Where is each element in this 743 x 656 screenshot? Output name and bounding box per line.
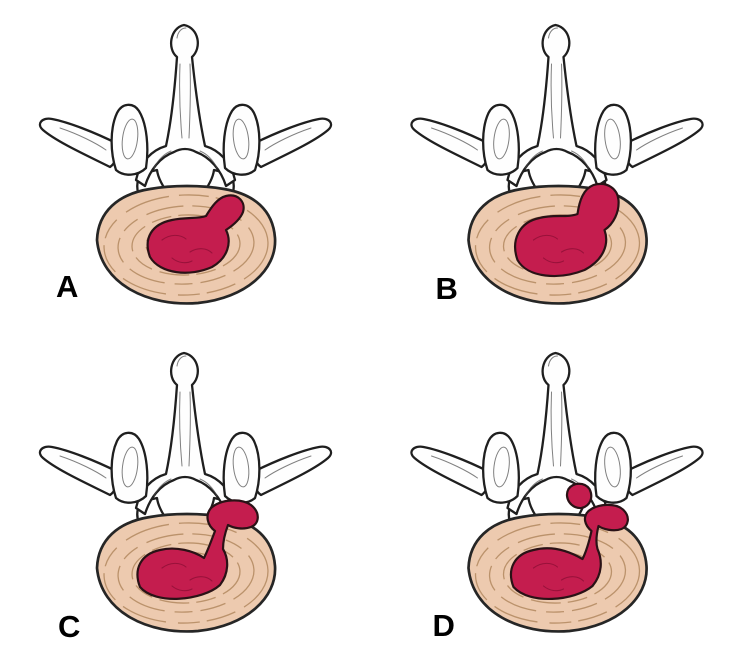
vertebra-illustration-b: B: [410, 23, 704, 306]
vertebra-illustration-a: A: [38, 23, 333, 305]
panel-a: A: [0, 0, 371, 328]
nucleus-pulposus-extrusion-contained: [514, 182, 620, 277]
panel-label-d: D: [433, 608, 455, 643]
vertebra-illustration-c: C: [38, 351, 333, 644]
panel-c: C: [0, 328, 371, 656]
panel-b: B: [371, 0, 743, 328]
panel-d: D: [371, 328, 743, 656]
sequestered-free-fragment: [565, 482, 593, 510]
panel-label-b: B: [436, 271, 458, 306]
panel-label-c: C: [58, 609, 80, 644]
panel-label-a: A: [56, 269, 78, 304]
vertebra-illustration-d: D: [410, 351, 704, 643]
nucleus-pulposus-protrusion: [146, 194, 245, 274]
nucleus-pulposus-extrusion-sequestration: [509, 503, 629, 600]
nucleus-pulposus-extrusion-through-annulus: [136, 499, 259, 600]
